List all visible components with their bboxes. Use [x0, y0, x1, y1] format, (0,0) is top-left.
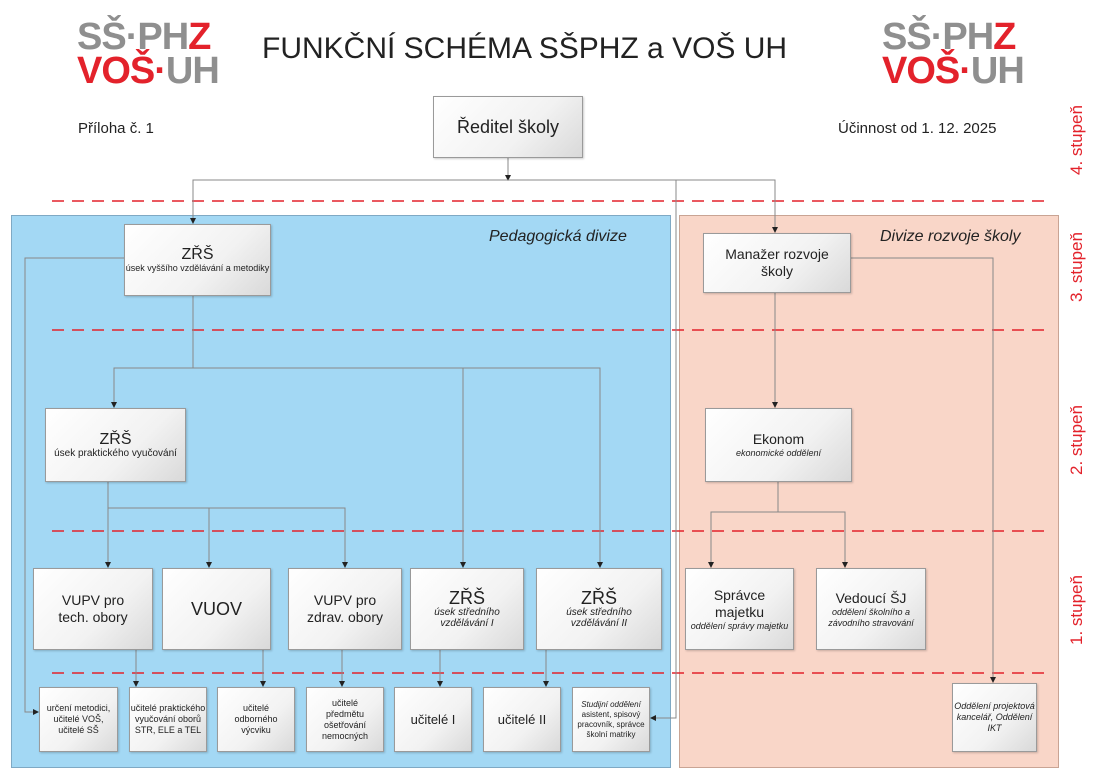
vupv-health-box: VUPV pro zdrav. obory	[288, 568, 402, 650]
development-manager-box: Manažer rozvoje školy	[703, 233, 851, 293]
methodists-teachers-box: určení metodici, učitelé VOŠ, učitelé SŠ	[39, 687, 118, 752]
level-4-label: 4. stupeň	[1067, 105, 1086, 175]
project-it-office-box: Oddělení projektová kancelář, Oddělení I…	[952, 683, 1037, 752]
director-box: Ředitel školy	[433, 96, 583, 158]
level-1-label: 1. stupeň	[1067, 575, 1086, 645]
pedagogical-division-label: Pedagogická divize	[489, 228, 627, 245]
level-3-label: 3. stupeň	[1067, 232, 1086, 302]
practical-teachers-box: učitelé praktického vyučování oborů STR,…	[129, 687, 207, 752]
effective-date: Účinnost od 1. 12. 2025	[838, 120, 997, 137]
vocational-teachers-box: učitelé odborného výcviku	[217, 687, 295, 752]
development-division-label: Divize rozvoje školy	[880, 228, 1021, 245]
teachers-2-box: učitelé II	[483, 687, 561, 752]
vupv-tech-box: VUPV pro tech. obory	[33, 568, 153, 650]
vuov-box: VUOV	[162, 568, 271, 650]
pedagogical-division-panel	[11, 215, 671, 768]
development-division-panel	[679, 215, 1059, 768]
appendix-label: Příloha č. 1	[78, 120, 154, 137]
level-2-label: 2. stupeň	[1067, 405, 1086, 475]
page-title: FUNKČNÍ SCHÉMA SŠPHZ a VOŠ UH	[262, 32, 788, 65]
teachers-1-box: učitelé I	[394, 687, 472, 752]
nursing-teachers-box: učitelé předmětu ošetřování nemocných	[306, 687, 384, 752]
